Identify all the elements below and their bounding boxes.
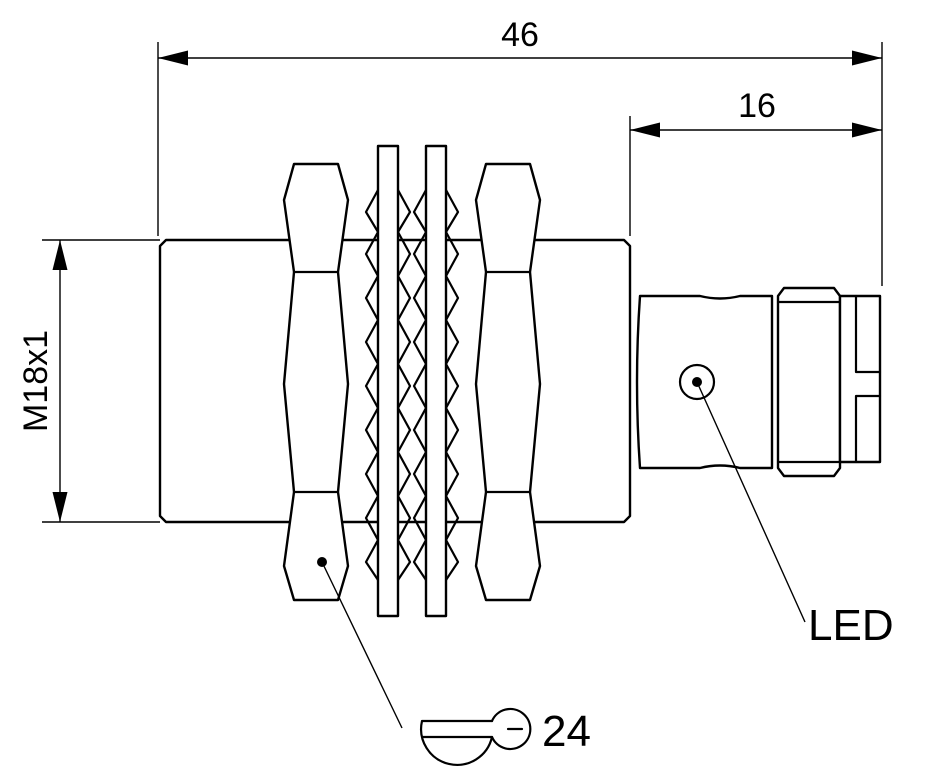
led-indicator-circle: [678, 363, 716, 401]
hex-nut-left: [282, 162, 350, 602]
dimension-connector-length: 16: [629, 87, 882, 236]
dimension-thread-diameter: M18x1: [17, 239, 160, 523]
lock-washer-plates: [376, 144, 448, 618]
lock-washer-teeth: [364, 188, 460, 582]
led-callout: LED: [678, 363, 894, 650]
connector-coupling: [776, 286, 882, 478]
wrench-leader-line: [321, 561, 403, 729]
wrench-icon: [420, 707, 532, 766]
connector-neck: [635, 294, 774, 470]
led-label: LED: [808, 601, 894, 650]
wrench-size-label: 24: [542, 707, 591, 756]
wrench-size-callout: 24: [317, 557, 591, 766]
overall-length-label: 46: [501, 16, 539, 54]
led-leader-line: [696, 381, 806, 623]
thread-label: M18x1: [17, 330, 55, 432]
connector-length-label: 16: [738, 87, 776, 125]
dimension-overall-length: 46: [157, 16, 883, 286]
hex-nut-right: [474, 162, 542, 602]
